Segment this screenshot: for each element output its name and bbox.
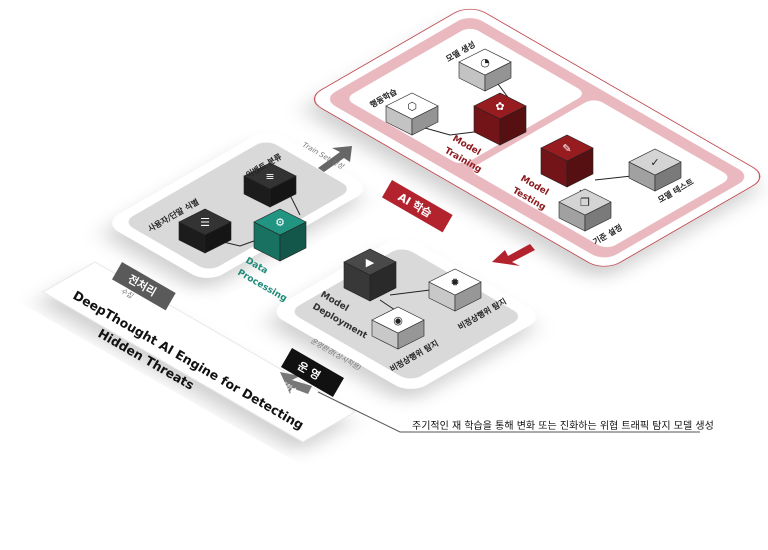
gears-icon: ⚙ (275, 216, 285, 229)
cube-top-face (558, 188, 612, 216)
list-icon: ≡ (265, 170, 274, 183)
node-model-test[interactable]: ✓모델 테스트 (628, 148, 696, 205)
title-line-1: DeepThought AI Engine for Detecting (71, 288, 307, 433)
cube-top-face (458, 48, 512, 76)
edit-icon: ✎ (562, 142, 571, 155)
pie-icon: ◔ (480, 56, 490, 69)
node-user-id[interactable]: ☰사용자/단말 식별 (146, 196, 232, 254)
check-icon: ✓ (650, 156, 659, 169)
copy-icon: ❐ (580, 196, 590, 209)
preprocess-panel (112, 133, 363, 278)
polyhedron-icon: ⬡ (407, 100, 417, 113)
node-behavior[interactable]: ⬡행동학습 (368, 86, 439, 136)
cube-top-face (385, 92, 439, 120)
arrow-retrain (280, 372, 312, 394)
play-icon: ▶ (366, 256, 375, 269)
arrow-to-ops (492, 244, 535, 266)
caption: 주기적인 재 학습을 통해 변화 또는 진화하는 위협 트래픽 탐지 모델 생성 (412, 419, 714, 432)
cube-top-face (343, 248, 397, 276)
cube-top-face (628, 148, 682, 176)
cube-top-face (428, 268, 482, 296)
cube-top-face (540, 134, 594, 162)
ops-tag[interactable]: 운 영 (281, 348, 344, 398)
title-banner (42, 261, 356, 443)
cube-top-face (243, 162, 297, 190)
ai-tag[interactable]: AI 학습 (382, 180, 453, 233)
ai-panel (313, 8, 761, 267)
cube-top-face (178, 208, 232, 236)
cube-top-face (253, 208, 307, 236)
database-icon: ☰ (200, 216, 210, 229)
eye-icon: ◉ (393, 314, 403, 327)
network-icon: ✿ (495, 100, 504, 113)
gear-icon: ✹ (450, 276, 459, 289)
arrow-to-ai (318, 146, 352, 172)
cube-top-face (371, 306, 425, 334)
cube-top-face (473, 92, 527, 120)
